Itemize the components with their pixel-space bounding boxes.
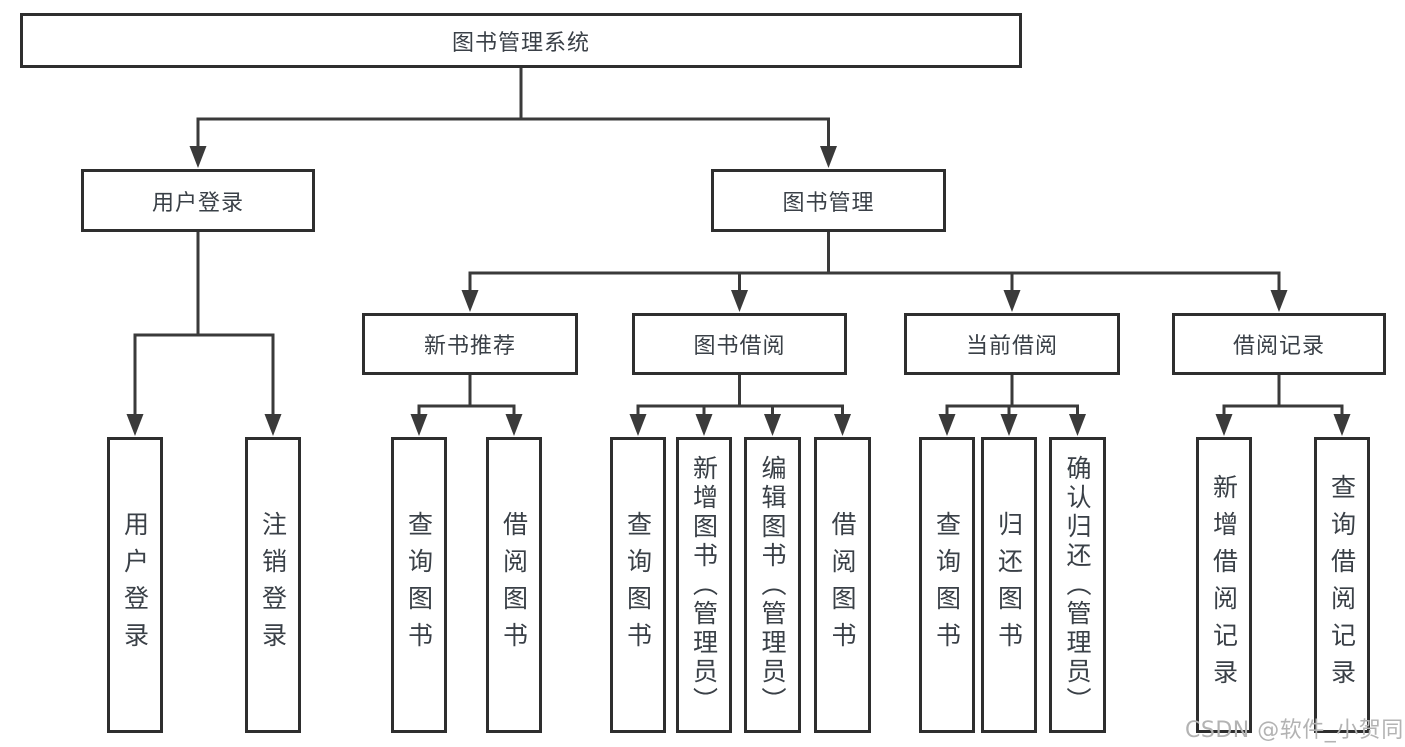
arrowhead-icon xyxy=(264,414,282,436)
node-label-leaf-return-books: 归还图书 xyxy=(994,511,1024,659)
arrowhead-icon xyxy=(1003,290,1021,312)
arrowhead-icon xyxy=(629,414,647,436)
arrowhead-icon xyxy=(1333,414,1351,436)
arrowhead-icon xyxy=(461,290,479,312)
connector-new-book-rec xyxy=(410,373,523,436)
arrowhead-icon xyxy=(189,146,207,168)
connector-book-mgmt xyxy=(461,230,1288,312)
arrowhead-icon xyxy=(1069,414,1086,436)
node-label-book-borrow: 图书借阅 xyxy=(693,334,786,359)
node-label-leaf-query-books-2: 查询图书 xyxy=(623,511,653,659)
arrowhead-icon xyxy=(731,290,748,312)
node-leaf-borrow-books-2: 借阅图书 xyxy=(814,437,871,733)
node-leaf-confirm-return: 确认归还（管理员） xyxy=(1049,437,1106,733)
node-borrow-records: 借阅记录 xyxy=(1172,313,1386,375)
node-leaf-query-books-2: 查询图书 xyxy=(610,437,666,733)
node-current-borrow: 当前借阅 xyxy=(904,313,1120,375)
node-leaf-query-books-3: 查询图书 xyxy=(919,437,975,733)
node-label-leaf-query-books-3: 查询图书 xyxy=(932,511,962,659)
arrowhead-icon xyxy=(764,414,781,436)
arrowhead-icon xyxy=(1000,414,1018,436)
node-label-new-book-rec: 新书推荐 xyxy=(423,334,516,359)
watermark: CSDN @软件_小贺同学 xyxy=(1185,718,1405,743)
node-book-borrow: 图书借阅 xyxy=(632,313,847,375)
node-label-user-login-group: 用户登录 xyxy=(151,190,244,216)
node-label-leaf-borrow-books-1: 借阅图书 xyxy=(499,511,529,659)
arrowhead-icon xyxy=(938,414,956,436)
node-leaf-query-borrow-record: 查询借阅记录 xyxy=(1314,437,1370,733)
node-label-leaf-add-borrow-record: 新增借阅记录 xyxy=(1209,474,1239,696)
connector-book-borrow xyxy=(629,373,851,436)
node-label-current-borrow: 当前借阅 xyxy=(965,334,1058,359)
connector-user-login-group xyxy=(126,230,282,436)
node-user-login-group: 用户登录 xyxy=(81,169,315,232)
node-leaf-add-books: 新增图书（管理员） xyxy=(676,437,732,733)
node-leaf-edit-books: 编辑图书（管理员） xyxy=(744,437,801,733)
node-label-leaf-logout: 注销登录 xyxy=(258,511,288,659)
node-label-borrow-records: 借阅记录 xyxy=(1232,334,1325,359)
node-new-book-rec: 新书推荐 xyxy=(362,313,578,375)
node-leaf-borrow-books-1: 借阅图书 xyxy=(486,437,542,733)
arrowhead-icon xyxy=(820,146,837,168)
node-root: 图书管理系统 xyxy=(20,13,1022,68)
node-label-book-mgmt: 图书管理 xyxy=(782,190,875,216)
node-label-leaf-query-books-1: 查询图书 xyxy=(404,511,434,659)
arrowhead-icon xyxy=(126,414,144,436)
node-label-leaf-confirm-return: 确认归还（管理员） xyxy=(1063,454,1092,716)
node-book-mgmt: 图书管理 xyxy=(711,169,946,232)
node-label-leaf-borrow-books-2: 借阅图书 xyxy=(828,511,857,659)
node-leaf-logout: 注销登录 xyxy=(245,437,301,733)
node-label-leaf-add-books: 新增图书（管理员） xyxy=(689,454,719,716)
node-label-leaf-user-login: 用户登录 xyxy=(120,511,150,659)
connector-borrow-records xyxy=(1215,373,1351,436)
node-leaf-return-books: 归还图书 xyxy=(981,437,1037,733)
arrowhead-icon xyxy=(1270,290,1288,312)
node-label-leaf-query-borrow-record: 查询借阅记录 xyxy=(1327,474,1357,696)
node-label-root: 图书管理系统 xyxy=(451,30,590,56)
connector-root xyxy=(189,66,837,168)
arrowhead-icon xyxy=(695,414,713,436)
connector-current-borrow xyxy=(938,373,1086,436)
arrowhead-icon xyxy=(410,414,428,436)
node-label-leaf-edit-books: 编辑图书（管理员） xyxy=(758,454,787,716)
node-leaf-add-borrow-record: 新增借阅记录 xyxy=(1196,437,1252,733)
arrowhead-icon xyxy=(834,414,851,436)
arrowhead-icon xyxy=(505,414,523,436)
arrowhead-icon xyxy=(1215,414,1233,436)
node-leaf-user-login: 用户登录 xyxy=(107,437,163,733)
node-leaf-query-books-1: 查询图书 xyxy=(391,437,447,733)
